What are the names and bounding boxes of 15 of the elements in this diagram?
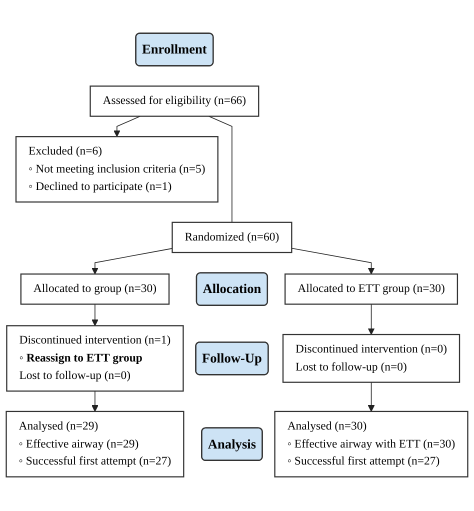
arrow — [368, 304, 375, 336]
node-box: Analysed (n=30) ◦ Effective airway with ETT (n=30) ◦ Successful first attempt (n=27) — [274, 411, 468, 478]
arrow — [92, 391, 98, 412]
node-box: Discontinued intervention (n=1) ◦ Reassign to ETT group Lost to follow-up (n=0) — [6, 326, 184, 392]
node-box: Allocated to ETT group (n=30) — [284, 274, 458, 306]
node-box: Analysed (n=29) ◦ Effective airway (n=29) ◦ Successful first attempt (n=27) — [6, 411, 184, 478]
node-box: Excluded (n=6) ◦ Not meeting inclusion criteria (n=5) ◦ Declined to participate (n=1) — [15, 136, 218, 204]
node-box: Assessed for eligibility (n=66) — [90, 86, 260, 118]
arrow — [92, 304, 98, 326]
arrow — [368, 382, 375, 412]
arrow — [92, 248, 173, 275]
node-box: Allocated to group (n=30) — [20, 274, 170, 306]
node-box: Discontinued intervention (n=0) Lost to follow-up (n=0) — [282, 334, 460, 384]
node-box: Randomized (n=60) — [172, 222, 292, 254]
arrow — [291, 248, 375, 275]
